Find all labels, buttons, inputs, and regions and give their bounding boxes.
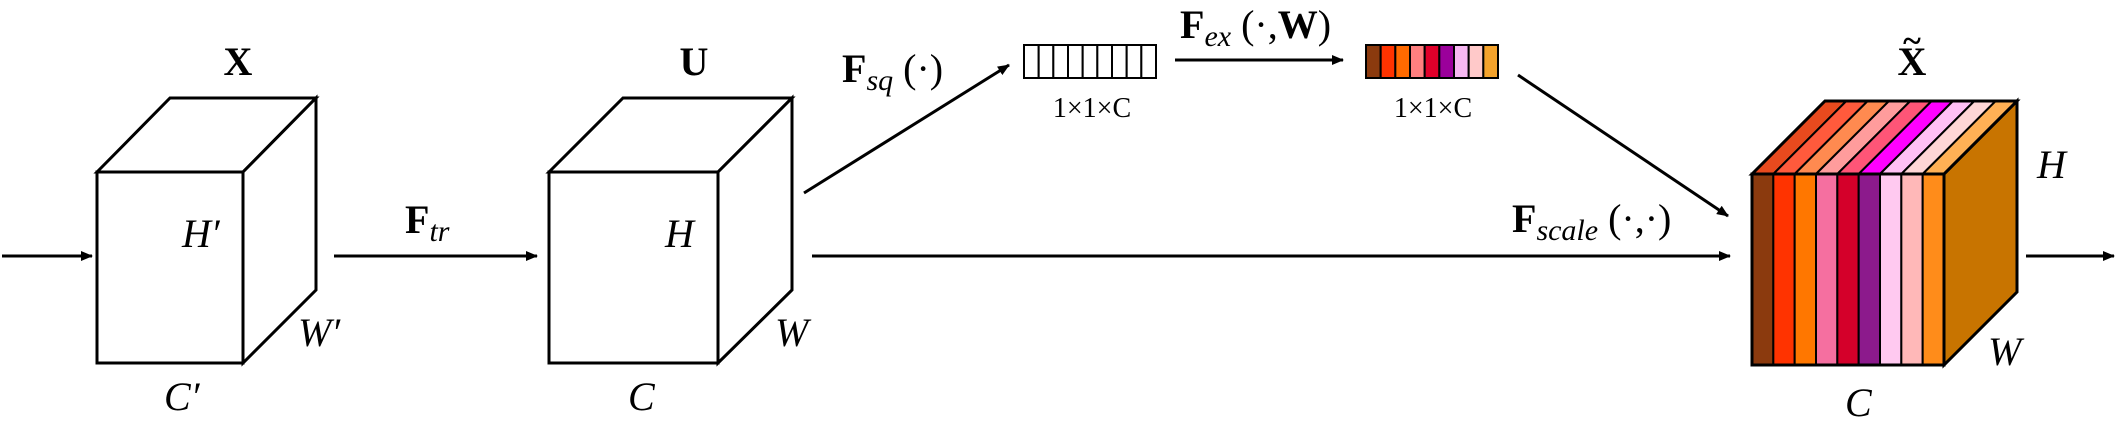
output-cube-front-slice xyxy=(1857,173,1881,366)
output-cube-front-slice xyxy=(1793,173,1817,366)
input-width-label: W′ xyxy=(298,310,341,355)
squeeze-vector-cell xyxy=(1081,44,1099,79)
output-width-label: W xyxy=(1988,329,2025,374)
excitation-vector-cell xyxy=(1365,44,1382,79)
output-title: X xyxy=(1898,39,1927,84)
input-title: X xyxy=(224,39,253,84)
squeeze-vector-cell xyxy=(1023,44,1040,79)
output-cube-front-slice xyxy=(1836,173,1860,366)
squeeze-vector-cell xyxy=(1052,44,1070,79)
feature-map-height-label: H xyxy=(664,211,696,256)
squeeze-arrow xyxy=(803,63,1010,195)
excitation-vector-cell xyxy=(1482,44,1500,79)
squeeze-vector-cell xyxy=(1125,44,1143,79)
excitation-vector-cell xyxy=(1467,44,1485,79)
output-cube-front-slice xyxy=(1751,173,1775,366)
excitation-vector-cell xyxy=(1379,44,1397,79)
feature-map-cube xyxy=(545,94,796,367)
excitation-vector-cell xyxy=(1423,44,1441,79)
input-channel-label: C′ xyxy=(164,374,201,419)
excitation-label: Fex (·,W) xyxy=(1180,2,1331,53)
excitation-vector-cell xyxy=(1438,44,1456,79)
feature-map-title: U xyxy=(680,39,709,84)
excitation-vector-cell xyxy=(1453,44,1470,79)
excitation-vector-cell xyxy=(1409,44,1426,79)
feature-map-channel-label: C xyxy=(628,374,656,419)
output-cube-front-slice xyxy=(1921,173,1945,366)
output-height-label: H xyxy=(2036,142,2068,187)
feature-map-cube-front xyxy=(547,170,720,365)
output-cube-front-slice xyxy=(1772,173,1796,366)
input-cube xyxy=(93,94,320,367)
excitation-vector-cell xyxy=(1394,44,1412,79)
squeeze-vector-cell xyxy=(1111,44,1128,79)
excitation-vector-dims: 1×1×C xyxy=(1394,93,1472,124)
squeeze-label: Fsq (·) xyxy=(842,46,943,97)
excitation-to-scale-arrow xyxy=(1517,73,1729,218)
input-cube-front xyxy=(95,170,245,365)
output-cube-top-outline xyxy=(1748,99,2021,176)
squeeze-vector-cell xyxy=(1067,44,1084,79)
output-cube-front-slice xyxy=(1900,173,1924,366)
output-title-tilde: ~ xyxy=(1903,23,1921,60)
transform-label: Ftr xyxy=(405,197,450,248)
output-cube xyxy=(1748,97,2021,369)
output-channel-label: C xyxy=(1845,380,1873,425)
scale-label: Fscale (·,·) xyxy=(1512,196,1671,247)
excitation-vector xyxy=(1365,44,1500,79)
squeeze-vector-cell xyxy=(1140,44,1158,79)
squeeze-vector-cell xyxy=(1096,44,1114,79)
feature-map-width-label: W xyxy=(775,310,812,355)
input-height-label: H′ xyxy=(181,211,221,256)
output-cube-front-slice xyxy=(1879,173,1903,366)
squeeze-vector-dims: 1×1×C xyxy=(1053,93,1131,124)
output-cube-front-slice xyxy=(1815,173,1839,366)
squeeze-vector xyxy=(1023,44,1158,79)
squeeze-vector-cell xyxy=(1037,44,1055,79)
